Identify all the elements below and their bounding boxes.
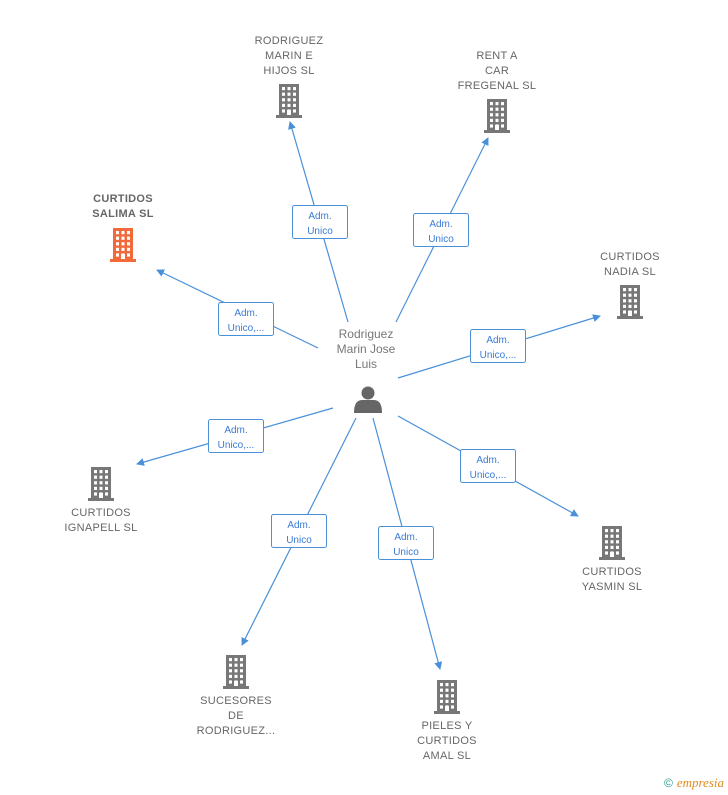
edge-label-line: Adm. <box>287 520 310 531</box>
company-label-line: YASMIN SL <box>582 581 643 593</box>
company-node-curtidos-salima[interactable]: CURTIDOS SALIMA SL <box>92 193 154 262</box>
company-label-line: FREGENAL SL <box>458 80 537 92</box>
edge-label-line: Adm. <box>476 455 499 466</box>
company-node-rent-a-car-fregenal[interactable]: RENT A CAR FREGENAL SL <box>458 50 537 133</box>
edge-label-line: Unico,... <box>228 323 265 334</box>
person-label-line: Luis <box>355 357 377 371</box>
building-icon <box>617 285 643 319</box>
building-icon <box>110 228 136 262</box>
company-label-line: CURTIDOS <box>417 735 477 747</box>
building-icon <box>599 526 625 560</box>
edge-label-line: Unico,... <box>218 440 255 451</box>
company-label-line: CURTIDOS <box>600 251 660 263</box>
company-label-line: NADIA SL <box>604 266 656 278</box>
edge-label-line: Adm. <box>486 335 509 346</box>
edge-label-line: Adm. <box>394 532 417 543</box>
brand-initial: e <box>676 775 683 790</box>
building-icon <box>276 84 302 118</box>
copyright-symbol: © <box>663 776 673 790</box>
edge-label-line: Unico <box>286 535 312 546</box>
edge-label-line: Unico,... <box>480 350 517 361</box>
edge-label-curtidos-salima[interactable]: Adm. Unico,... <box>218 302 274 336</box>
company-node-sucesores-de-rodriguez[interactable]: SUCESORES DE RODRIGUEZ... <box>197 655 276 737</box>
person-icon <box>354 386 382 413</box>
company-label-line: SUCESORES <box>200 695 272 707</box>
edge-label-line: Unico <box>393 547 419 558</box>
edge-label-line: Adm. <box>429 219 452 230</box>
company-label-line: CURTIDOS <box>93 193 153 205</box>
footer-brand[interactable]: ©empresia <box>664 775 724 791</box>
company-node-pieles-y-curtidos-amal[interactable]: PIELES Y CURTIDOS AMAL SL <box>417 680 477 762</box>
company-label-line: HIJOS SL <box>263 65 314 77</box>
building-icon <box>88 467 114 501</box>
building-icon <box>434 680 460 714</box>
edge-label-sucesores-de-rodriguez[interactable]: Adm. Unico <box>271 514 327 548</box>
nodes-layer: RODRIGUEZ MARIN E HIJOS SL RENT A CAR FREGENA… <box>64 35 659 762</box>
building-icon <box>484 99 510 133</box>
edge-label-pieles-y-curtidos-amal[interactable]: Adm. Unico <box>378 526 434 560</box>
company-node-curtidos-ignapell[interactable]: CURTIDOS IGNAPELL SL <box>64 467 137 534</box>
person-label-line: Rodriguez <box>339 327 394 341</box>
company-label-line: RODRIGUEZ... <box>197 725 276 737</box>
edge-label-curtidos-ignapell[interactable]: Adm. Unico,... <box>208 419 264 453</box>
company-label-line: IGNAPELL SL <box>64 522 137 534</box>
company-label-line: RODRIGUEZ <box>255 35 324 47</box>
edge-label-line: Unico <box>428 234 454 245</box>
company-label-line: AMAL SL <box>423 750 471 762</box>
person-label-line: Marin Jose <box>337 342 396 356</box>
edge-label-line: Adm. <box>234 308 257 319</box>
edge-label-line: Adm. <box>224 425 247 436</box>
company-node-rodriguez-marin-e-hijos[interactable]: RODRIGUEZ MARIN E HIJOS SL <box>255 35 324 118</box>
edge-label-curtidos-nadia[interactable]: Adm. Unico,... <box>470 329 526 363</box>
company-label-line: CURTIDOS <box>71 507 131 519</box>
company-label-line: MARIN E <box>265 50 313 62</box>
brand-name: mpresia <box>682 775 724 790</box>
building-icon <box>223 655 249 689</box>
company-label-line: RENT A <box>476 50 518 62</box>
edge-label-rent-a-car-fregenal[interactable]: Adm. Unico <box>413 213 469 247</box>
edge-label-rodriguez-marin-e-hijos[interactable]: Adm. Unico <box>292 205 348 239</box>
company-label-line: CAR <box>485 65 509 77</box>
edges-layer: Adm.UnicoAdm.UnicoAdm.Unico,...Adm.Unico… <box>136 121 601 670</box>
company-label-line: CURTIDOS <box>582 566 642 578</box>
company-node-curtidos-yasmin[interactable]: CURTIDOS YASMIN SL <box>582 526 643 593</box>
edge-label-line: Adm. <box>308 211 331 222</box>
edge-label-curtidos-yasmin[interactable]: Adm. Unico,... <box>460 449 516 483</box>
edge-label-line: Unico <box>307 226 333 237</box>
company-label-line: DE <box>228 710 244 722</box>
company-node-curtidos-nadia[interactable]: CURTIDOS NADIA SL <box>600 251 660 319</box>
company-label-line: PIELES Y <box>421 720 472 732</box>
edge-label-line: Unico,... <box>470 470 507 481</box>
company-label-line: SALIMA SL <box>92 208 154 220</box>
